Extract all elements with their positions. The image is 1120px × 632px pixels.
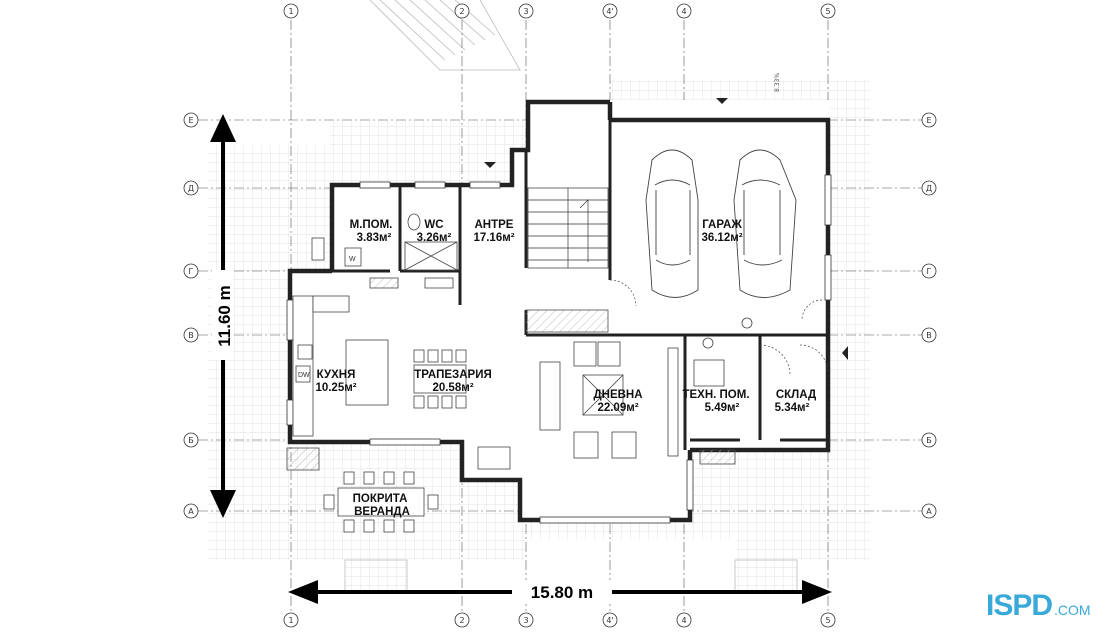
windows	[286, 174, 832, 524]
axis-label-v2-bottom: 2	[459, 616, 464, 625]
axis-label-v5-top: 5	[825, 7, 830, 16]
width-dimension: 15.80 m	[288, 580, 832, 604]
axis-label-v2-top: 2	[459, 7, 464, 16]
dishwasher-label: DW	[298, 372, 310, 379]
car-icon-left	[645, 149, 699, 298]
room-area-kuhnya: 10.25м²	[315, 382, 356, 394]
room-name-kuhnya: КУХНЯ	[317, 369, 356, 381]
room-name-tehn-pom: ТЕХН. ПОМ.	[682, 389, 749, 401]
door-swings	[609, 279, 829, 376]
room-area-sklad: 5.34м²	[775, 402, 810, 414]
room-name-trapezariya: ТРАПЕЗАРИЯ	[414, 369, 492, 381]
axis-label-b-right: Б	[926, 436, 932, 445]
inner-walls	[332, 120, 828, 450]
height-dimension-label: 11.60 m	[215, 285, 234, 346]
axis-label-v4p-top: 4'	[606, 7, 613, 16]
axis-label-v3-top: 3	[523, 7, 528, 16]
room-area-antre: 17.16м²	[473, 232, 514, 244]
staircase	[525, 187, 609, 333]
tech-room-fixtures	[286, 317, 753, 471]
veranda-table	[323, 471, 439, 533]
axis-label-g-right: Г	[927, 267, 932, 276]
width-dimension-label: 15.80 m	[531, 583, 593, 602]
entrance-markers	[484, 98, 848, 360]
axis-label-a-right: А	[926, 507, 932, 516]
room-name-antre: АНТРЕ	[475, 219, 514, 231]
room-area-mpom: 3.83м²	[357, 232, 392, 244]
axis-label-b-left: Б	[188, 436, 194, 445]
kitchen-counter	[292, 277, 454, 437]
height-dimension: 11.60 m	[210, 114, 236, 518]
room-area-dnevna: 22.09м²	[597, 402, 638, 414]
axis-label-v-left: В	[188, 331, 194, 340]
axis-label-v3-bottom: 3	[523, 616, 528, 625]
axis-label-d-right: Д	[926, 184, 932, 193]
bathroom-fixtures	[311, 213, 458, 271]
axis-label-a-left: А	[188, 507, 194, 516]
axis-label-v1-top: 1	[288, 7, 293, 16]
axis-label-e-right: Е	[926, 116, 931, 125]
slope-note: 8.33%	[774, 73, 781, 92]
dining-table	[413, 349, 467, 409]
washer-label: W	[349, 256, 356, 263]
room-labels: М.ПОМ. 3.83м² WC 3.26м² АНТРЕ 17.16м² ГА…	[315, 219, 816, 518]
room-name-wc: WC	[424, 219, 443, 231]
axis-label-v1-bottom: 1	[288, 616, 293, 625]
logo-domain: .COM	[1054, 602, 1091, 618]
logo-mark: ISPD	[986, 589, 1053, 622]
room-area-wc: 3.26м²	[417, 232, 452, 244]
axis-label-v5-bottom: 5	[825, 616, 830, 625]
axis-label-v4-top: 4	[681, 7, 686, 16]
room-name-mpom: М.ПОМ.	[350, 219, 393, 231]
axis-markers-horizontal	[183, 112, 937, 519]
room-name-sklad: СКЛАД	[776, 389, 816, 401]
room-area-garazh: 36.12м²	[701, 232, 742, 244]
room-area-tehn-pom: 5.49м²	[705, 402, 740, 414]
axis-label-v4-bottom: 4	[681, 616, 686, 625]
ispd-logo: ISPD .COM	[986, 586, 1112, 626]
room-area-trapezariya: 20.58м²	[432, 382, 473, 394]
axis-label-d-left: Д	[188, 184, 194, 193]
veranda-label-line2: ВЕРАНДА	[354, 506, 410, 518]
axis-label-v-right: В	[926, 331, 932, 340]
veranda-label-line1: ПОКРИТА	[353, 493, 408, 505]
car-icon-right	[733, 149, 797, 298]
axis-label-e-left: Е	[188, 116, 193, 125]
axis-label-g-left: Г	[189, 267, 194, 276]
room-name-dnevna: ДНЕВНА	[593, 389, 642, 401]
axis-label-v4p-bottom: 4'	[606, 616, 613, 625]
axis-labels: 1 2 3 4' 4 5 1 2 3 4' 4 5 Е Д Г В Б А Е …	[188, 7, 932, 625]
living-sofa-set	[539, 341, 679, 459]
entrance-ramp	[369, 0, 521, 71]
axis-markers-vertical	[283, 3, 836, 628]
room-name-garazh: ГАРАЖ	[702, 219, 742, 231]
